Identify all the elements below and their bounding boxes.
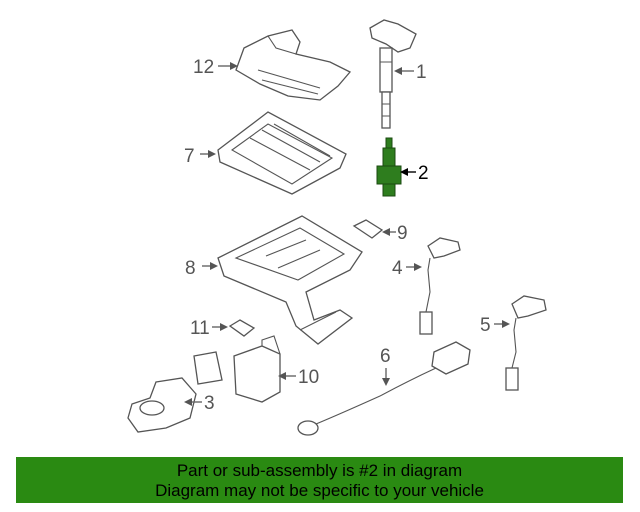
part-4-sensor[interactable] (419, 237, 461, 335)
part-10-module[interactable] (193, 335, 281, 403)
svg-text:5: 5 (480, 315, 491, 336)
svg-text:1: 1 (416, 62, 427, 83)
parts-diagram: 12 1 7 2 9 (127, 19, 547, 436)
svg-text:4: 4 (392, 258, 403, 279)
svg-text:11: 11 (190, 318, 210, 339)
part-12-engine-cover[interactable] (235, 29, 352, 101)
callout-7: 7 (184, 146, 216, 167)
svg-text:6: 6 (380, 346, 391, 367)
callout-6: 6 (380, 346, 391, 386)
callout-4: 4 (392, 258, 422, 279)
part-3-sensor-housing[interactable] (127, 377, 197, 433)
svg-text:12: 12 (193, 57, 214, 78)
callout-5: 5 (480, 315, 510, 336)
svg-text:9: 9 (397, 223, 408, 244)
callout-1: 1 (394, 62, 427, 83)
part-6-sensor-cable[interactable] (297, 341, 471, 436)
callout-11: 11 (190, 318, 228, 339)
svg-text:8: 8 (185, 258, 196, 279)
part-1-ignition-coil[interactable] (369, 19, 417, 129)
part-7-ecu[interactable] (217, 111, 347, 195)
part-11-pad[interactable] (228, 319, 256, 337)
callout-8: 8 (185, 258, 218, 279)
svg-text:3: 3 (204, 393, 215, 414)
svg-text:2: 2 (418, 163, 429, 184)
svg-text:10: 10 (298, 367, 319, 388)
part-8-bracket[interactable] (217, 215, 363, 345)
callout-2: 2 (400, 163, 429, 184)
callout-10: 10 (278, 367, 319, 388)
banner-line-1: Part or sub-assembly is #2 in diagram (176, 461, 463, 480)
callout-12: 12 (193, 57, 238, 78)
part-5-sensor[interactable] (505, 295, 547, 391)
info-banner: Part or sub-assembly is #2 in diagram Di… (16, 457, 623, 503)
part-9-pad[interactable] (352, 219, 384, 239)
callout-9: 9 (382, 223, 408, 244)
callout-3: 3 (184, 393, 215, 414)
svg-text:7: 7 (184, 146, 195, 167)
banner-line-2: Diagram may not be specific to your vehi… (155, 481, 484, 500)
part-2-spark-plug[interactable] (376, 137, 402, 197)
